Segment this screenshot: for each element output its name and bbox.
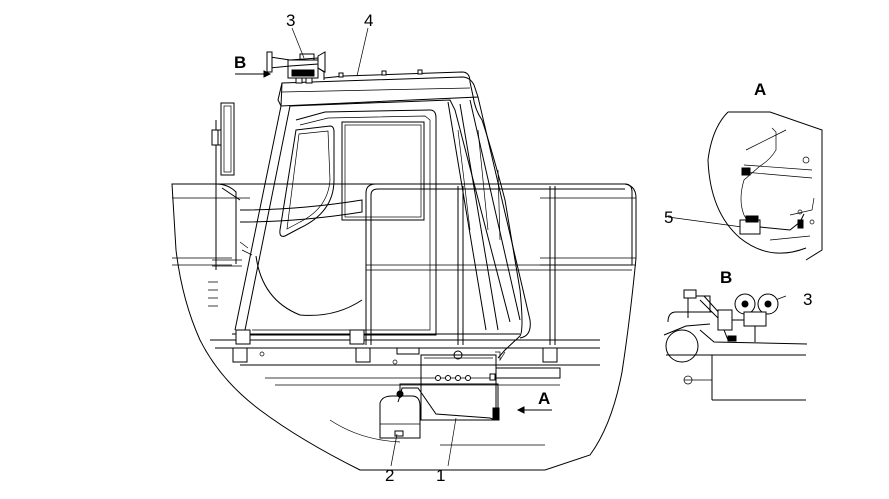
view-label-b-detail: B [720, 268, 732, 287]
view-arrow-b [235, 70, 272, 78]
leader-lines [291, 27, 787, 467]
view-label-b-arrow: B [234, 53, 246, 72]
callout-3-detail: 3 [803, 290, 812, 309]
relay-box [379, 390, 421, 439]
callout-2: 2 [385, 466, 394, 485]
handrail [212, 183, 633, 345]
view-label-a-arrow: A [538, 389, 550, 408]
machine-body [171, 183, 637, 471]
detail-b [663, 289, 808, 401]
callout-3-main: 3 [286, 11, 295, 30]
callout-5: 5 [664, 208, 673, 227]
horn-assembly [266, 51, 326, 84]
view-label-a-detail: A [754, 80, 766, 99]
callout-1: 1 [436, 466, 445, 485]
step-ladder [208, 241, 253, 307]
cab [232, 76, 558, 365]
roof-wire [323, 69, 523, 359]
mirror [211, 102, 235, 270]
callout-4: 4 [364, 11, 373, 30]
view-arrow-a [516, 406, 552, 414]
battery-box [396, 347, 561, 421]
detail-a [707, 111, 823, 261]
wire-harness [397, 351, 506, 421]
